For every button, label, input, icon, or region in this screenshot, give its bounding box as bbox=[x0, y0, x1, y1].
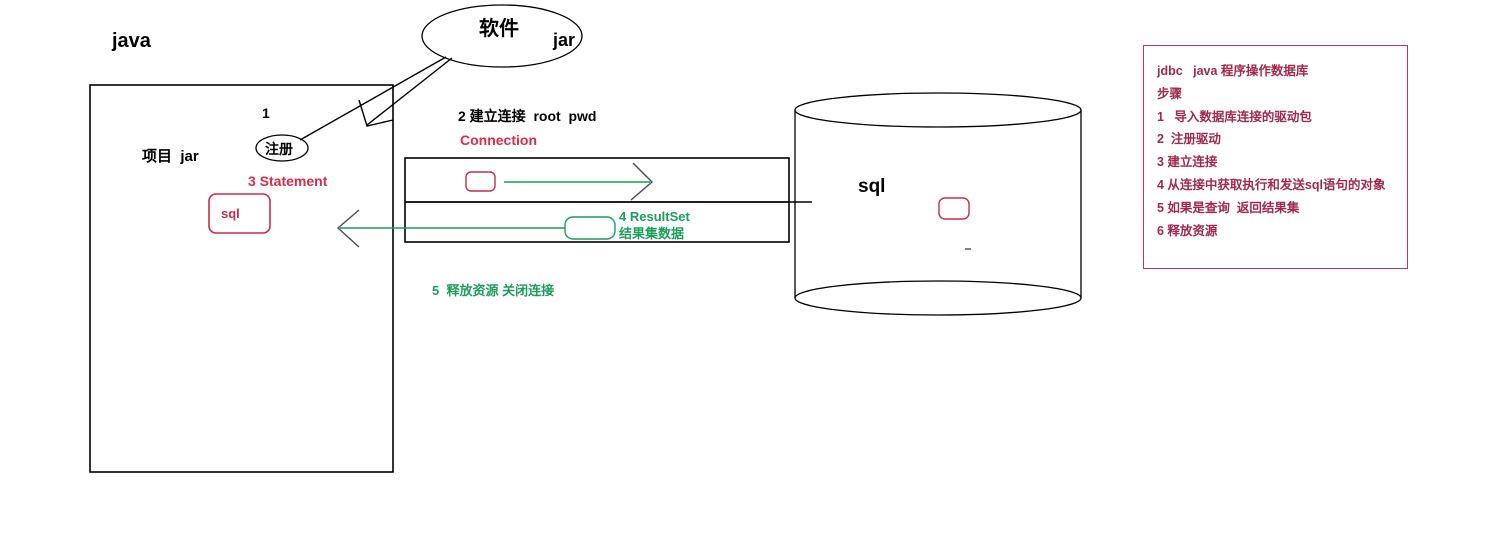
note-line: 4 从连接中获取执行和发送sql语句的对象 bbox=[1157, 177, 1386, 192]
request-packet-box bbox=[465, 171, 496, 192]
resultset-cn-label: 结果集数据 bbox=[619, 226, 685, 241]
note-line: 3 建立连接 bbox=[1157, 155, 1218, 170]
software-to-java-line bbox=[366, 57, 453, 126]
note-line: 步骤 bbox=[1157, 86, 1183, 101]
note-line: 5 如果是查询 返回结果集 bbox=[1157, 200, 1300, 215]
database-record-box bbox=[938, 197, 970, 220]
arrow-right-icon bbox=[630, 162, 654, 201]
resultset-packet-box bbox=[564, 216, 616, 240]
arrow-left-icon bbox=[336, 209, 360, 248]
step-4-resultset-label: 4 ResultSet bbox=[619, 209, 690, 224]
register-node-label: 注册 bbox=[265, 141, 293, 157]
cylinder-bottom-ellipse bbox=[794, 280, 1082, 316]
steps-note-list: jdbc java 程序操作数据库步骤 1 导入数据库连接的驱动包 2 注册驱动 3 … bbox=[1157, 60, 1407, 242]
note-line: 1 导入数据库连接的驱动包 bbox=[1157, 109, 1312, 124]
register-ellipse-icon bbox=[255, 134, 309, 162]
connection-class-label: Connection bbox=[460, 132, 537, 148]
step-3-statement-label: 3 Statement bbox=[248, 173, 328, 189]
statement-sql-box bbox=[208, 193, 271, 234]
software-jar-label: jar bbox=[553, 30, 576, 50]
note-line: 6 释放资源 bbox=[1157, 223, 1218, 238]
step-2-connection-label: 2 建立连接 root pwd bbox=[458, 108, 597, 124]
step-1-marker: 1 bbox=[262, 105, 270, 121]
java-corner-arrowhead-icon bbox=[358, 99, 394, 127]
statement-sql-text: sql bbox=[221, 206, 240, 221]
java-container-rect bbox=[89, 84, 394, 473]
database-sql-label: sql bbox=[858, 176, 886, 197]
step-5-release-label: 5 释放资源 关闭连接 bbox=[432, 283, 555, 298]
steps-note-panel bbox=[1143, 45, 1408, 269]
java-title-label: java bbox=[112, 30, 151, 52]
connection-pipe-rect bbox=[404, 157, 790, 243]
software-ellipse-icon bbox=[421, 4, 583, 68]
note-line: jdbc java 程序操作数据库 bbox=[1157, 64, 1309, 78]
cylinder-top-ellipse bbox=[794, 92, 1082, 128]
software-to-register-line bbox=[299, 56, 447, 141]
project-jar-label: 项目 jar bbox=[142, 148, 199, 165]
software-ellipse-label: 软件 bbox=[479, 18, 519, 40]
note-line: 2 注册驱动 bbox=[1157, 132, 1221, 147]
